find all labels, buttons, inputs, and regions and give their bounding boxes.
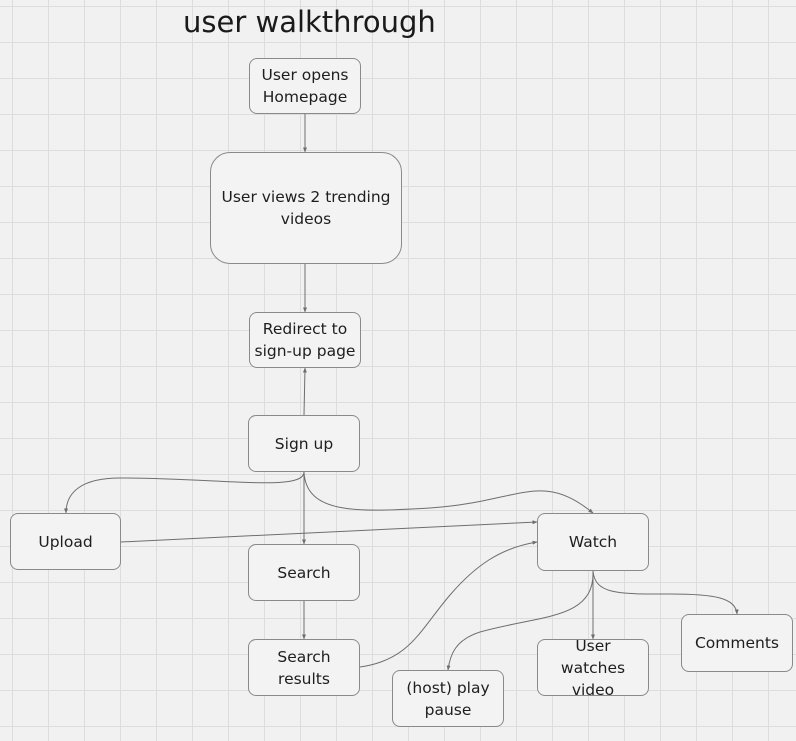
node-label: Redirect to sign-up page <box>254 320 356 360</box>
node-label: User views 2 trending videos <box>221 188 391 228</box>
connector-upload-to-watch[interactable] <box>120 520 538 543</box>
node-user-views-trending-videos[interactable]: User views 2 trending videos <box>210 152 402 264</box>
node-label: Search results <box>277 647 331 688</box>
node-label: Watch <box>568 533 618 551</box>
connector-signup-to-watch[interactable] <box>303 471 594 514</box>
node-sign-up[interactable]: Sign up <box>248 415 360 472</box>
node-redirect-to-signup[interactable]: Redirect to sign-up page <box>249 312 361 368</box>
node-label: Comments <box>694 634 780 652</box>
connector-signup-to-redirect[interactable] <box>302 367 307 416</box>
node-label: (host) play pause <box>406 678 490 719</box>
board-title: user walkthrough <box>183 5 436 39</box>
connector-signup-to-upload[interactable] <box>64 471 305 514</box>
node-label: Sign up <box>274 434 334 453</box>
connector-watch-to-comments[interactable] <box>592 570 739 615</box>
node-host-play-pause[interactable]: (host) play pause <box>392 670 504 727</box>
connector-watch-to-play-pause[interactable] <box>446 570 594 671</box>
node-comments[interactable]: Comments <box>681 614 793 672</box>
node-search[interactable]: Search <box>248 544 360 601</box>
node-label: User opens Homepage <box>261 66 349 106</box>
node-watch[interactable]: Watch <box>537 513 649 571</box>
connector-results-to-watch[interactable] <box>359 540 538 668</box>
node-search-results[interactable]: Search results <box>248 639 360 696</box>
node-label: User watches video <box>560 636 626 699</box>
node-label: Upload <box>38 532 93 551</box>
node-upload[interactable]: Upload <box>10 513 121 570</box>
node-label: Search <box>277 563 331 582</box>
node-user-opens-homepage[interactable]: User opens Homepage <box>249 58 361 114</box>
node-user-watches-video[interactable]: User watches video <box>537 637 649 699</box>
